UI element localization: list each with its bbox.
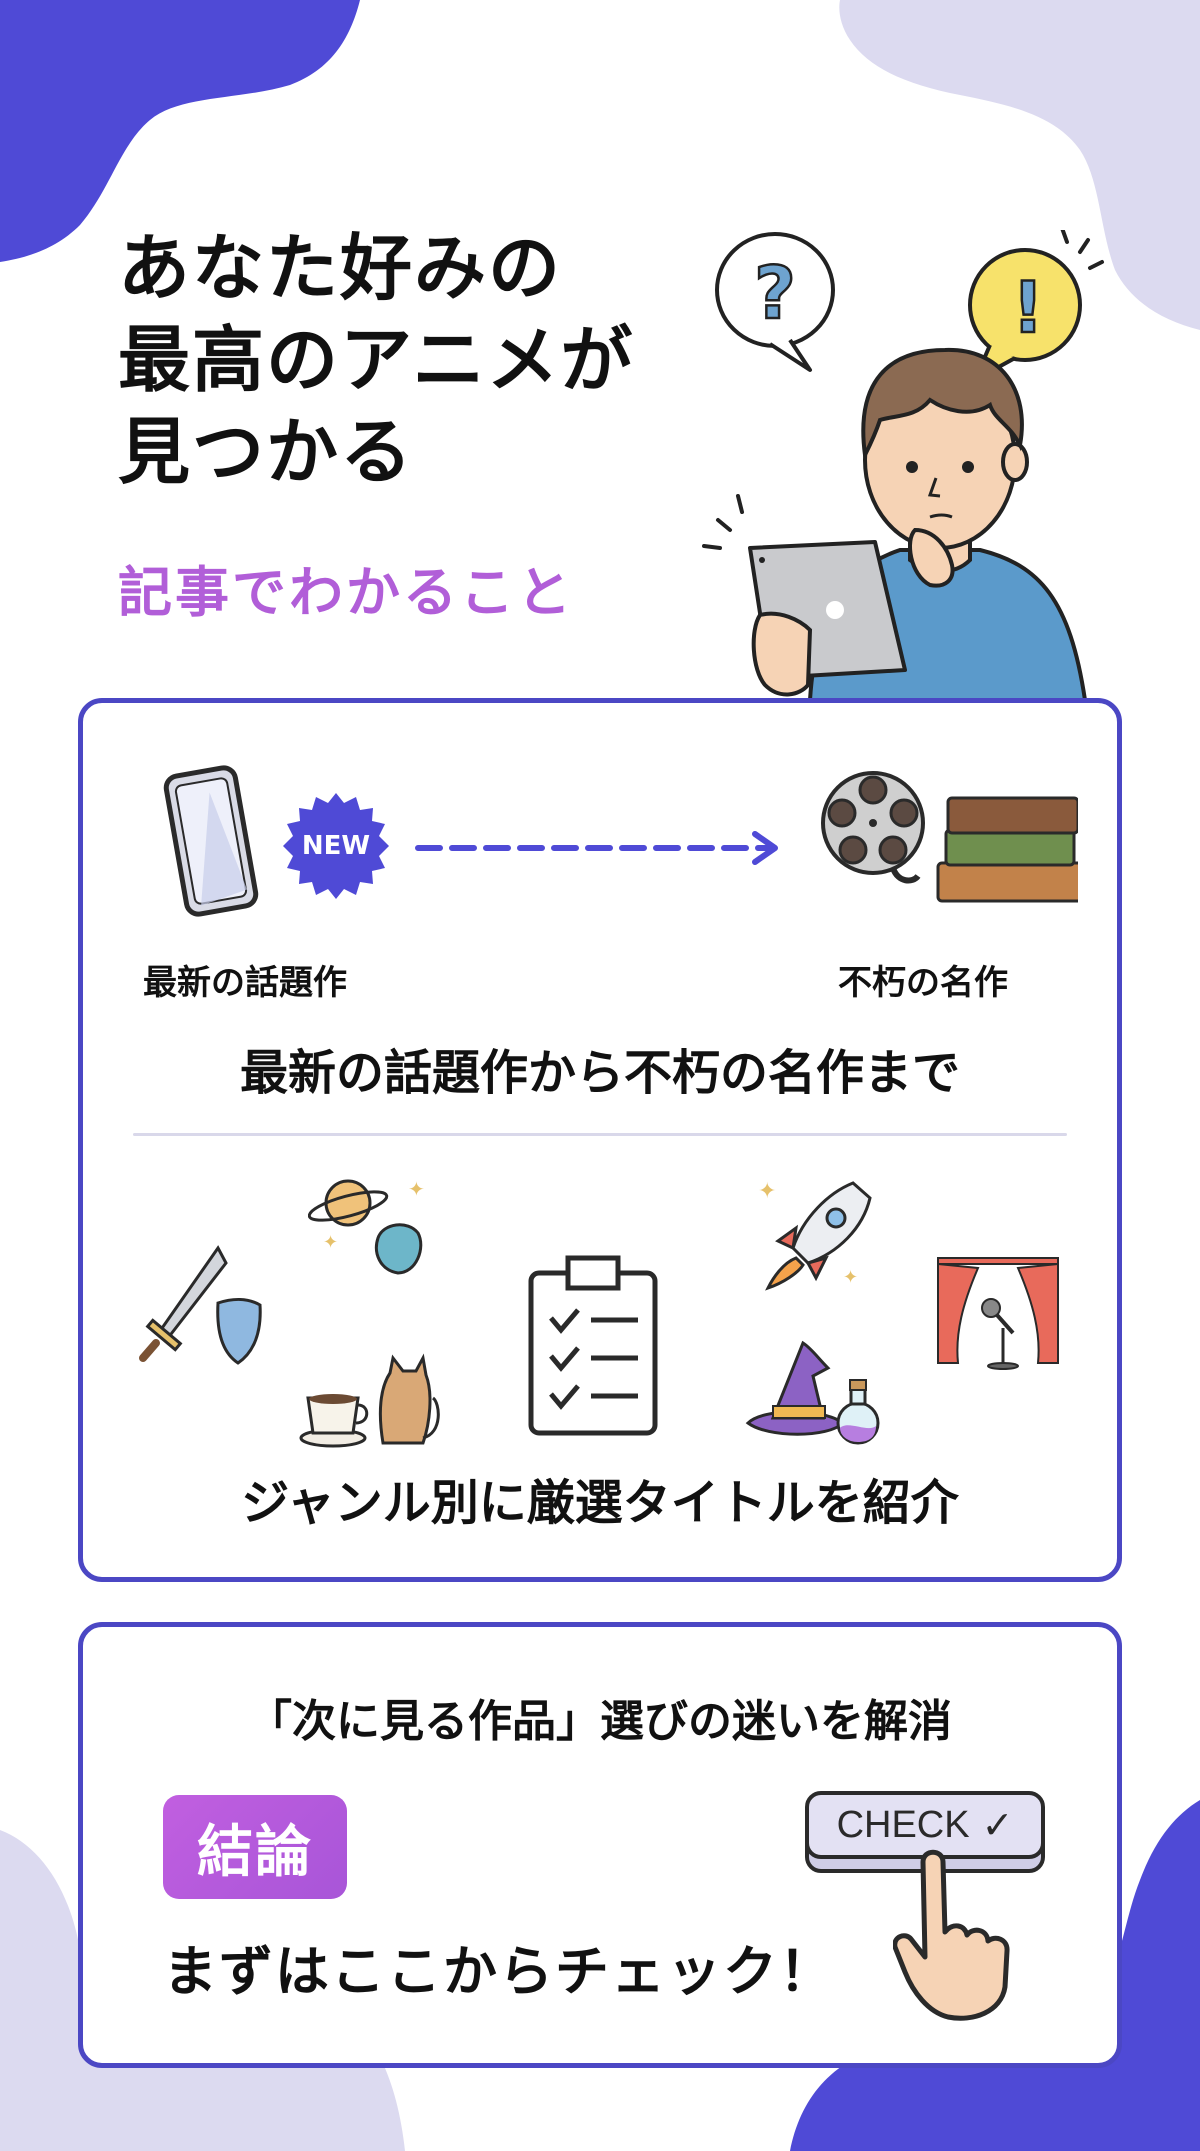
title-line-2: 最高のアニメが [118,318,635,402]
cta-text: まずはここからチェック！ [163,1940,835,2003]
conclusion-badge: 結論 [163,1795,347,1899]
top-left-indigo-blob [0,0,360,262]
starburst-badge-icon [283,793,389,899]
smartphone-icon [163,765,259,917]
dashed-arrow-icon [415,831,778,865]
check-button-label: CHECK [836,1803,970,1846]
rocket-icon: ✦ ✦ [758,1179,872,1291]
svg-text:?: ? [754,251,796,335]
latest-works-label: 最新の話題作 [143,963,347,1003]
title-line-1: あなた好みの [118,226,563,310]
coffee-cat-icon [299,1353,440,1448]
new-badge-label: NEW [301,831,371,861]
genre-headline: ジャンル別に厳選タイトルを紹介 [241,1475,959,1531]
feature-card-conclusion: 「次に見る作品」選びの迷いを解消 結論 まずはここからチェック！ CHECK ✓ [78,1622,1122,2068]
question-bubble-icon: ? [715,232,835,372]
film-reel-books-icon [821,771,1078,903]
svg-text:✦: ✦ [758,1179,776,1204]
section-subtitle: 記事でわかること [118,561,574,624]
top-right-lavender-blob [839,0,1200,330]
svg-text:✦: ✦ [323,1232,338,1253]
stage-microphone-icon [937,1257,1059,1370]
witch-hat-potion-icon [745,1340,880,1445]
checklist-clipboard-icon [528,1255,658,1436]
checkmark-icon: ✓ [981,1804,1014,1847]
range-headline: 最新の話題作から不朽の名作まで [239,1045,960,1101]
resolve-headline: 「次に見る作品」選びの迷いを解消 [248,1696,952,1747]
exclamation-bubble-icon: ! [968,230,1104,382]
person-with-tablet-illustration: ? ! [702,230,1104,700]
svg-text:✦: ✦ [843,1267,858,1288]
pointing-hand-icon [893,1849,1010,2021]
svg-text:!: ! [1012,267,1044,349]
svg-text:✦: ✦ [408,1177,425,1201]
check-button[interactable]: CHECK ✓ [805,1791,1045,1873]
feature-card-range-genres: NEW 最新の話題作 不朽の名作 最新の話題作から不朽の名作まで ✦ ✦ [78,698,1122,1582]
planet-space-icon: ✦ ✦ [308,1177,425,1275]
page-title: あなた好みの 最高のアニメが 見つかる [118,222,635,498]
new-badge: NEW [281,791,391,901]
classic-works-label: 不朽の名作 [838,963,1008,1003]
title-line-3: 見つかる [118,410,415,494]
sword-shield-icon [139,1245,262,1365]
card-divider [133,1133,1067,1136]
check-button-face: CHECK ✓ [805,1791,1045,1859]
